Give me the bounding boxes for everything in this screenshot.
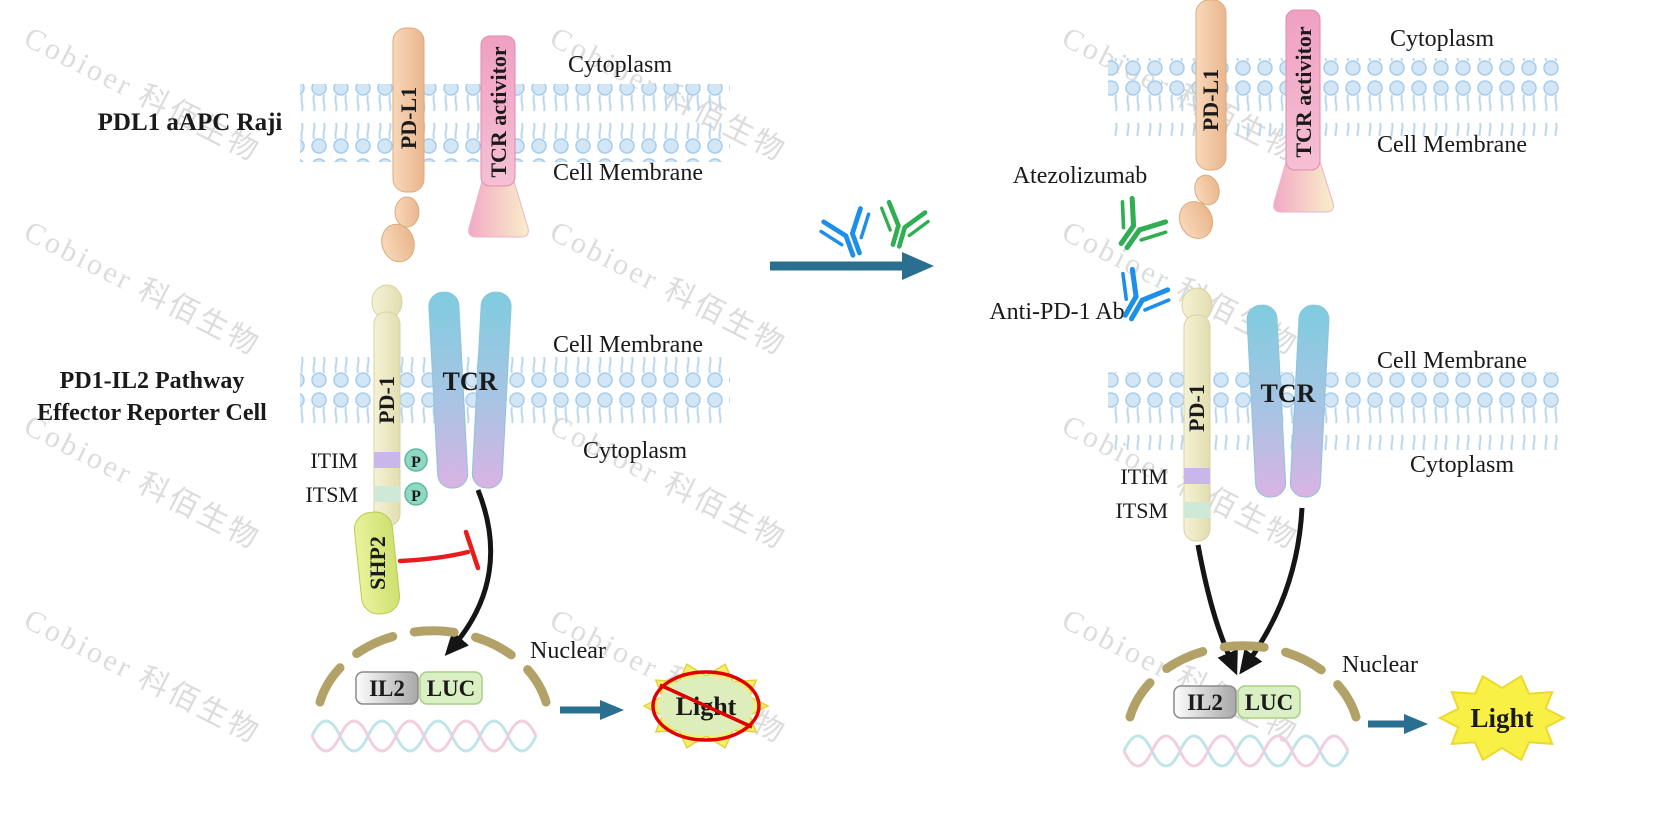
apc-cell-title: PDL1 aAPC Raji (98, 109, 283, 136)
pd1-protein: PD-1 (371, 284, 403, 527)
dna-helix (310, 719, 538, 753)
pdl1-label: PD-L1 (396, 87, 421, 149)
il2-label: IL2 (369, 676, 405, 701)
cytoplasm-label: Cytoplasm (1390, 26, 1494, 52)
phospho-badge: P (404, 448, 428, 472)
itsm-label: ITSM (1115, 498, 1168, 523)
tcr-label: TCR (443, 367, 498, 396)
tcr-protein: TCR (1246, 304, 1330, 498)
atezolizumab-antibody-icon (873, 201, 930, 252)
itim-label: ITIM (1120, 464, 1168, 489)
pd1-label: PD-1 (374, 376, 399, 424)
tcr-signal-arrow (1239, 507, 1305, 675)
pdl1-protein: PD-L1 (1178, 0, 1227, 239)
itsm-label: ITSM (305, 482, 358, 507)
tcr-activator-label: TCR activitor (1291, 26, 1316, 158)
pd1-label: PD-1 (1184, 384, 1209, 432)
nuclear-membrane-arc (315, 626, 551, 707)
tcr-activator-protein: TCR activitor (468, 35, 529, 238)
watermark-text: Cobioer 科佰生物 (19, 603, 266, 751)
watermark-text: Cobioer 科佰生物 (19, 215, 266, 363)
watermark-text: Cobioer 科佰生物 (1057, 603, 1304, 751)
anti-pd1-label: Anti-PD-1 Ab (989, 299, 1124, 325)
reporter-cell-title-line2: Effector Reporter Cell (37, 400, 267, 426)
pd1-protein: PD-1 (1181, 287, 1213, 542)
cytoplasm-label: Cytoplasm (568, 52, 672, 78)
nuclear-label: Nuclear (1342, 652, 1418, 678)
reporter-cell-right: Cell Membrane Cytoplasm TCR PD-1 ITIM IT… (1108, 287, 1565, 768)
reporter-cell-title-line1: PD1-IL2 Pathway (60, 368, 245, 394)
itsm-segment (374, 486, 400, 502)
cell-membrane-label: Cell Membrane (553, 160, 703, 186)
tcr-activator-protein: TCR activitor (1273, 9, 1334, 213)
pdl1-protein: PD-L1 (381, 27, 425, 263)
watermark-text: Cobioer 科佰生物 (19, 21, 266, 169)
nuclear-label: Nuclear (530, 638, 606, 664)
il2-label: IL2 (1187, 690, 1223, 715)
il2-gene-box: IL2 (355, 671, 419, 705)
pdl1-label: PD-L1 (1198, 69, 1223, 131)
no-light-slash (659, 683, 753, 729)
apc-cell-left: Cytoplasm Cell Membrane PDL1 aAPC Raji P… (98, 27, 730, 263)
shp2-protein: SHP2 (353, 511, 401, 615)
atezolizumab-label: Atezolizumab (1013, 163, 1148, 189)
apc-cell-right: Cytoplasm Cell Membrane PD-L1 TCR activi… (1102, 0, 1560, 330)
itim-label: ITIM (310, 448, 358, 473)
phospho-label: P (411, 454, 421, 471)
phospho-label: P (411, 488, 421, 505)
tcr-activator-label: TCR activitor (486, 46, 511, 178)
tcr-label: TCR (1261, 379, 1316, 408)
luc-gene-box: LUC (419, 671, 483, 705)
cell-membrane-label: Cell Membrane (1377, 348, 1527, 374)
watermark-text: Cobioer 科佰生物 (19, 409, 266, 557)
itim-segment (374, 452, 400, 468)
dna-helix (1122, 734, 1350, 768)
luc-label: LUC (427, 676, 476, 701)
inhibition-arrow (397, 529, 481, 571)
tcr-signal-arrow (444, 489, 494, 656)
phospho-badge: P (404, 482, 428, 506)
luc-label: LUC (1245, 690, 1294, 715)
cytoplasm-label: Cytoplasm (583, 438, 687, 464)
tcr-protein: TCR (428, 291, 512, 489)
reporter-cell-left: Cell Membrane Cytoplasm PD1-IL2 Pathway … (37, 284, 769, 753)
cell-membrane (1108, 58, 1560, 136)
itim-segment (1184, 468, 1210, 484)
cell-membrane-label: Cell Membrane (1377, 132, 1527, 158)
cell-membrane (300, 356, 730, 434)
luc-gene-box: LUC (1237, 685, 1301, 719)
cell-membrane (1108, 372, 1560, 450)
light-blocked-symbol: Light (643, 663, 769, 749)
anti-pd1-antibody-icon (818, 207, 880, 263)
nuclear-membrane-arc (1125, 641, 1361, 722)
light-label: Light (1470, 703, 1533, 733)
treatment-step: Atezolizumab Anti-PD-1 Ab (770, 163, 1147, 325)
shp2-label: SHP2 (365, 536, 390, 590)
cell-membrane-label: Cell Membrane (553, 332, 703, 358)
pd1-signal-arrow (1195, 544, 1238, 676)
cytoplasm-label: Cytoplasm (1410, 452, 1514, 478)
light-symbol: Light (1439, 675, 1565, 761)
il2-gene-box: IL2 (1173, 685, 1237, 719)
itsm-segment (1184, 502, 1210, 518)
